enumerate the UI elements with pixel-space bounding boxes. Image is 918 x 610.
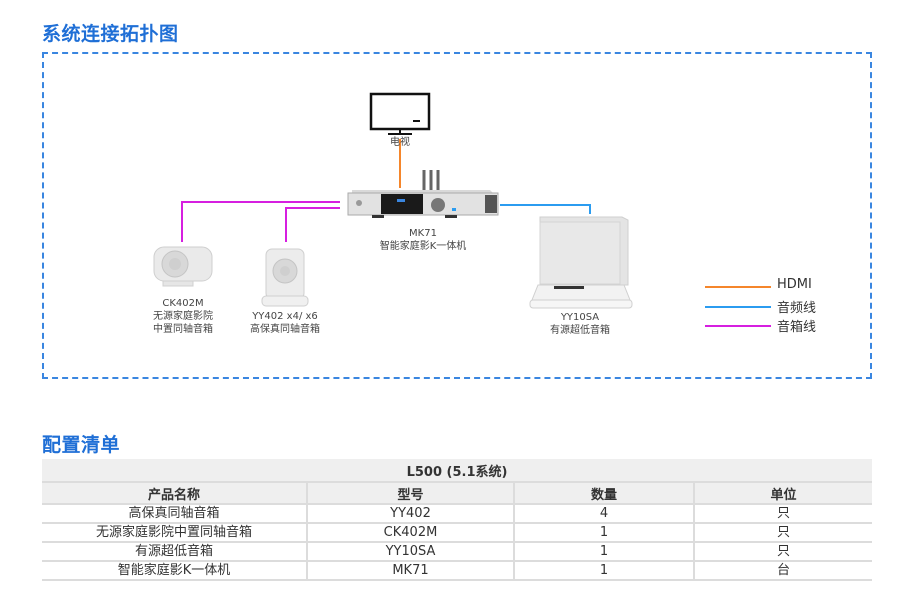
ck402m-name-line1: 无源家庭影院: [153, 311, 213, 322]
yy10sa-subwoofer-icon: [529, 216, 633, 309]
cell-name: 智能家庭影K一体机: [42, 561, 307, 581]
column-header-unit: 单位: [692, 482, 873, 505]
table-title: L500 (5.1系统): [42, 459, 873, 483]
mk71-model: MK71: [409, 228, 437, 239]
table-row: 无源家庭影院中置同轴音箱 CK402M 1 只: [42, 523, 873, 543]
yy402-model: YY402 x4/ x6: [252, 311, 318, 322]
column-header-name: 产品名称: [42, 482, 307, 505]
legend-label-audio: 音频线: [777, 301, 817, 316]
column-header-quantity: 数量: [513, 482, 694, 505]
ck402m-speaker-icon: [153, 246, 213, 287]
topology-diagram-frame: [42, 52, 872, 379]
topology-title: 系统连接拓扑图: [42, 23, 179, 45]
table-row: 有源超低音箱 YY10SA 1 只: [42, 542, 873, 562]
cell-quantity: 1: [513, 542, 694, 562]
cell-name: 无源家庭影院中置同轴音箱: [42, 523, 307, 543]
column-header-model: 型号: [306, 482, 514, 505]
tv-icon: [369, 92, 431, 135]
cell-quantity: 4: [513, 504, 694, 524]
cell-name: 高保真同轴音箱: [42, 504, 307, 524]
mk71-caption: MK71 智能家庭影K一体机: [360, 227, 486, 253]
yy10sa-caption: YY10SA 有源超低音箱: [530, 311, 630, 337]
cell-unit: 台: [692, 561, 873, 581]
yy402-speaker-icon: [261, 248, 309, 307]
cell-model: YY402: [306, 504, 514, 524]
yy10sa-model: YY10SA: [560, 312, 600, 323]
yy402-name: 高保真同轴音箱: [250, 324, 320, 335]
ck402m-name-line2: 中置同轴音箱: [153, 324, 213, 335]
mk71-name: 智能家庭影K一体机: [379, 241, 467, 252]
speaker-cable-satellite: [285, 207, 340, 242]
yy402-caption: YY402 x4/ x6 高保真同轴音箱: [235, 310, 335, 336]
cell-model: MK71: [306, 561, 514, 581]
yy10sa-name: 有源超低音箱: [550, 325, 610, 336]
cell-unit: 只: [692, 523, 873, 543]
speaker-cable-center: [181, 201, 340, 242]
table-title-row: L500 (5.1系统): [42, 459, 873, 483]
config-table: L500 (5.1系统) 产品名称 型号 数量 单位 高保真同轴音箱 YY402…: [42, 459, 873, 581]
legend-swatch-audio: [705, 306, 771, 308]
mk71-unit-icon: [347, 170, 499, 218]
table-row: 高保真同轴音箱 YY402 4 只: [42, 504, 873, 524]
audio-cable-subwoofer: [500, 204, 591, 214]
tv-label: 电视: [390, 137, 410, 148]
config-title: 配置清单: [42, 434, 121, 456]
legend-swatch-speaker: [705, 325, 771, 327]
table-row: 智能家庭影K一体机 MK71 1 台: [42, 561, 873, 581]
legend-label-speaker: 音箱线: [777, 320, 817, 335]
cell-quantity: 1: [513, 561, 694, 581]
cell-unit: 只: [692, 504, 873, 524]
cell-model: CK402M: [306, 523, 514, 543]
cell-name: 有源超低音箱: [42, 542, 307, 562]
cell-model: YY10SA: [306, 542, 514, 562]
legend-label-hdmi: HDMI: [777, 277, 812, 292]
table-header-row: 产品名称 型号 数量 单位: [42, 482, 873, 505]
cell-unit: 只: [692, 542, 873, 562]
ck402m-caption: CK402M 无源家庭影院 中置同轴音箱: [133, 297, 233, 336]
ck402m-model: CK402M: [162, 298, 204, 309]
legend-swatch-hdmi: [705, 286, 771, 288]
cell-quantity: 1: [513, 523, 694, 543]
